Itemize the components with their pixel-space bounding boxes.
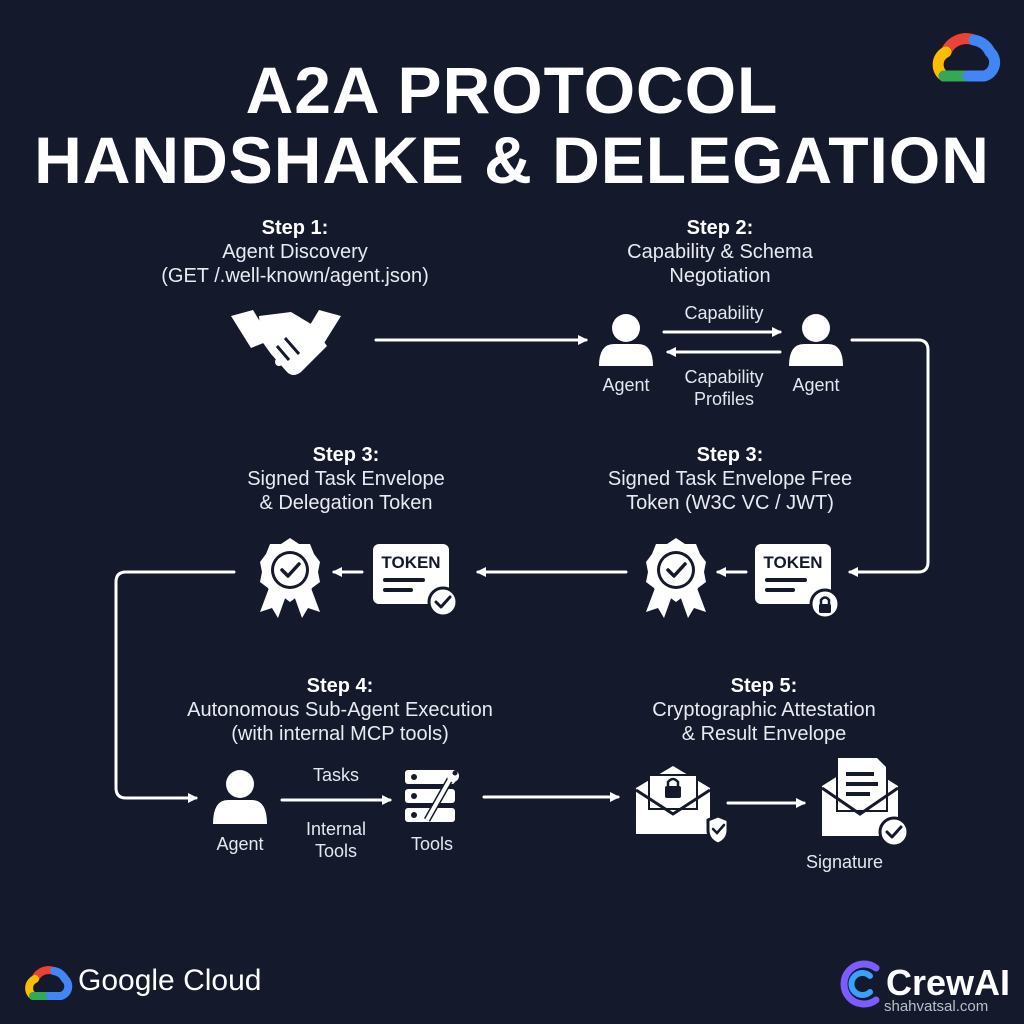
- handshake-icon: [231, 310, 341, 375]
- step-3-left-heading: Step 3:: [312, 444, 380, 466]
- award-ribbon-icon: [646, 538, 706, 618]
- capability-profiles-label: Capability Profiles: [662, 366, 786, 410]
- token-document-icon: TOKEN: [373, 544, 459, 618]
- crewai-wordmark: CrewAI: [886, 962, 1011, 1003]
- step-2-line-1: Capability & Schema: [627, 241, 813, 263]
- arrow-left-down-to-agent: [114, 570, 236, 803]
- document-envelope-check-icon: [821, 756, 910, 848]
- step-3-right-line-1: Signed Task Envelope Free: [607, 468, 853, 490]
- award-ribbon-icon: [260, 538, 320, 618]
- step-3-left-caption: Step 3: Signed Task Envelope & Delegatio…: [206, 443, 486, 515]
- flow-arrows: [114, 327, 930, 808]
- step-4-caption: Step 4: Autonomous Sub-Agent Execution (…: [150, 674, 530, 746]
- google-cloud-wordmark: Google Cloud: [78, 964, 262, 997]
- credit-text: shahvatsal.com: [884, 998, 989, 1015]
- person-icon: [599, 314, 653, 366]
- step-4-line-1: Autonomous Sub-Agent Execution: [187, 699, 493, 721]
- token-left-text: TOKEN: [381, 553, 440, 572]
- step-2-caption: Step 2: Capability & Schema Negotiation: [580, 216, 860, 288]
- page-title-line-1: A2A PROTOCOL: [245, 53, 779, 127]
- capability-profiles-line-2: Profiles: [693, 389, 755, 409]
- page-title-line-2: HANDSHAKE & DELEGATION: [34, 123, 990, 197]
- server-tools-icon: [405, 770, 459, 822]
- tools-label: Tools: [410, 834, 454, 854]
- step-3-left-line-2: & Delegation Token: [259, 492, 433, 514]
- google-cloud-logo: [25, 966, 73, 1000]
- capability-profiles-line-1: Capability: [684, 367, 764, 387]
- internal-tools-line-1: Internal: [305, 819, 367, 839]
- step-5-line-1: Cryptographic Attestation: [652, 699, 876, 721]
- crewai-logo: [840, 960, 880, 1008]
- step-3-left-line-1: Signed Task Envelope: [247, 468, 445, 490]
- step-3-right-caption: Step 3: Signed Task Envelope Free Token …: [580, 443, 880, 515]
- step-2-heading: Step 2:: [686, 217, 754, 239]
- step-3-right-line-2: Token (W3C VC / JWT): [626, 492, 834, 514]
- internal-tools-line-2: Tools: [314, 841, 358, 861]
- agent-left-label: Agent: [602, 375, 650, 395]
- token-document-icon: TOKEN: [755, 544, 841, 620]
- step-5-line-2: & Result Envelope: [681, 723, 847, 745]
- step-1-caption: Step 1: Agent Discovery (GET /.well-know…: [130, 216, 460, 288]
- arrow-negotiation-down-to-token: [848, 338, 930, 577]
- locked-envelope-shield-icon: [635, 766, 730, 846]
- agent-exec-label: Agent: [216, 834, 264, 854]
- signature-label: Signature: [806, 852, 884, 872]
- google-cloud-logo: [932, 33, 1001, 82]
- step-4-heading: Step 4:: [306, 675, 374, 697]
- tasks-label: Tasks: [312, 765, 359, 785]
- capability-label: Capability: [684, 303, 764, 323]
- person-icon: [213, 770, 267, 824]
- step-5-heading: Step 5:: [730, 675, 798, 697]
- step-4-line-2: (with internal MCP tools): [231, 723, 449, 745]
- step-1-line-2: (GET /.well-known/agent.json): [161, 265, 429, 287]
- step-1-line-1: Agent Discovery: [222, 241, 368, 263]
- token-right-text: TOKEN: [763, 553, 822, 572]
- step-5-caption: Step 5: Cryptographic Attestation & Resu…: [614, 674, 914, 746]
- step-1-heading: Step 1:: [261, 217, 329, 239]
- agent-right-label: Agent: [792, 375, 840, 395]
- step-2-line-2: Negotiation: [669, 265, 771, 287]
- step-3-right-heading: Step 3:: [696, 444, 764, 466]
- internal-tools-label: Internal Tools: [286, 818, 386, 862]
- person-icon: [789, 314, 843, 366]
